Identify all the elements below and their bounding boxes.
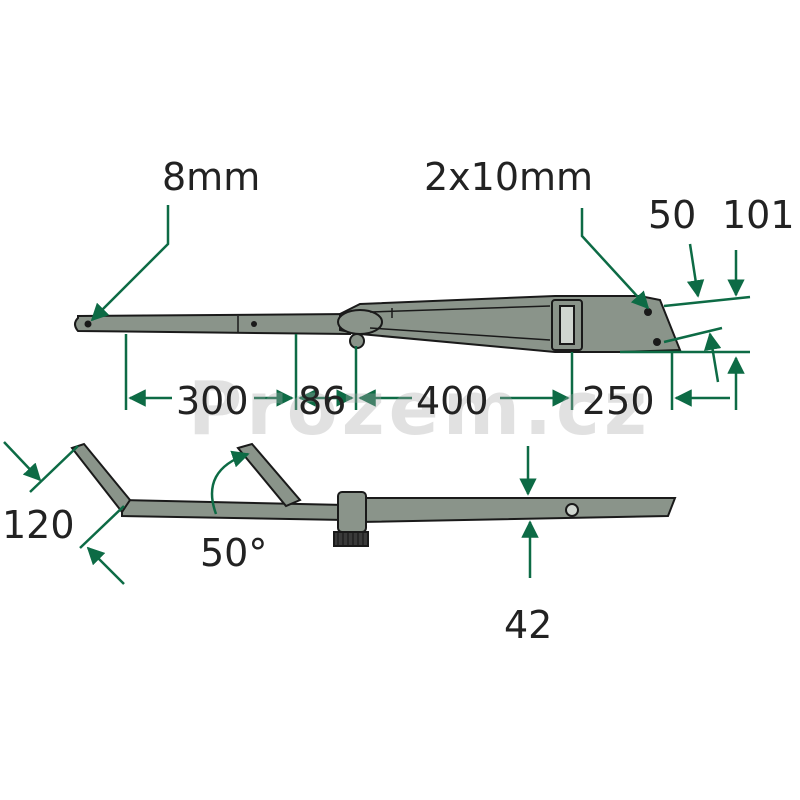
side-bar-right: [359, 497, 677, 524]
label-250: 250: [582, 379, 655, 423]
label-86: 86: [298, 379, 347, 423]
label-8mm: 8mm: [162, 155, 261, 199]
rod-hole: [84, 320, 92, 328]
arm-body: [339, 295, 682, 353]
label-50-width: 50: [648, 193, 697, 237]
top-view-arm: [74, 295, 682, 353]
side-bend-raised: [236, 442, 302, 508]
watermark: Prozem.cz: [188, 366, 651, 452]
label-42: 42: [504, 603, 553, 647]
label-2x10mm: 2x10mm: [424, 155, 594, 199]
side-pivot-block: [337, 491, 367, 533]
side-end-hole: [565, 503, 579, 517]
angle-arc: [210, 450, 250, 515]
side-bar: [121, 498, 346, 522]
slot-hole-upper: [644, 308, 652, 316]
side-bend-left: [70, 442, 132, 514]
arm-body-details: [237, 305, 551, 341]
label-101-width: 101: [722, 193, 795, 237]
slot-hole-lower: [653, 338, 661, 346]
side-view-arm: [70, 442, 677, 547]
arm-pivot: [349, 333, 365, 349]
label-400: 400: [416, 379, 489, 423]
top-dimensions: [90, 205, 751, 410]
side-dimensions: [3, 441, 539, 585]
label-120: 120: [2, 503, 75, 547]
label-50-degree: 50°: [200, 531, 268, 575]
nut-knurl: [337, 532, 364, 546]
label-300: 300: [176, 379, 249, 423]
rod-rivet: [251, 321, 257, 327]
arm-rod: [74, 312, 351, 336]
arm-joint: [337, 309, 383, 335]
